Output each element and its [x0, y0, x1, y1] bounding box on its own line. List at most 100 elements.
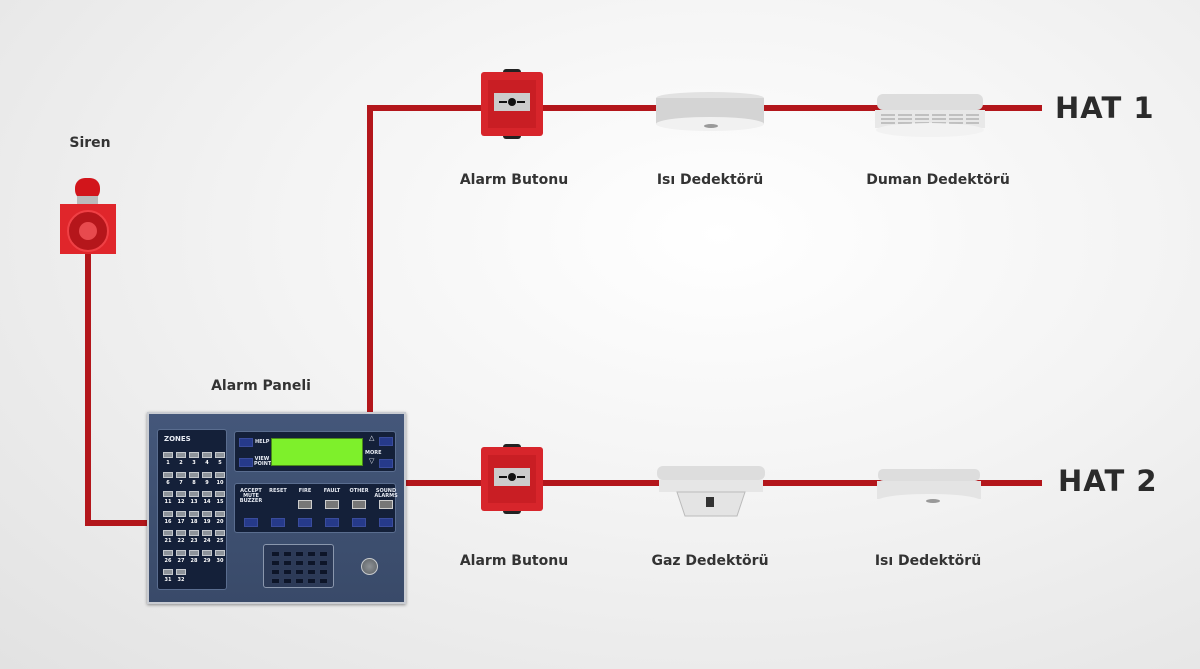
zone-led — [163, 491, 173, 497]
line2-gas-detector-label: Gaz Dedektörü — [651, 553, 769, 569]
zone-number: 30 — [216, 557, 224, 564]
zone-number: 2 — [179, 460, 183, 466]
control-button[interactable] — [271, 518, 285, 527]
zone-led — [215, 549, 225, 556]
zone-led — [215, 491, 225, 497]
zone-led — [176, 549, 186, 556]
zone-led — [163, 549, 173, 556]
control-label: FIRE — [298, 488, 312, 494]
zone-led — [215, 452, 225, 458]
up-button[interactable] — [379, 437, 393, 446]
view-points-label: VIEW POINTS — [254, 456, 275, 467]
zone-led — [176, 510, 186, 517]
more-label: MORE — [365, 450, 382, 456]
keypad-key[interactable] — [295, 560, 304, 566]
indicator-lamp — [352, 500, 366, 509]
zone-led — [163, 510, 173, 517]
keypad-key[interactable] — [271, 551, 280, 557]
zone-led — [189, 491, 199, 497]
zone-led — [189, 530, 199, 536]
control-button[interactable] — [325, 518, 339, 527]
keypad-key[interactable] — [307, 569, 316, 575]
indicator-lamp — [379, 500, 393, 509]
zone-number: 32 — [177, 577, 185, 583]
keypad-key[interactable] — [271, 569, 280, 575]
indicator-lamp — [298, 500, 312, 509]
zone-led — [202, 452, 212, 458]
keypad-key[interactable] — [271, 560, 280, 566]
zone-number: 31 — [164, 577, 172, 583]
call-point-1 — [481, 69, 543, 139]
line1-smoke-detector-label: Duman Dedektörü — [866, 172, 1010, 188]
zone-number: 21 — [164, 538, 172, 544]
line1-call-point-label: Alarm Butonu — [459, 172, 569, 188]
view-points-button[interactable] — [239, 458, 253, 467]
control-button[interactable] — [379, 518, 393, 527]
keypad-key[interactable] — [295, 578, 304, 584]
zone-led — [163, 452, 173, 458]
zone-led — [215, 530, 225, 536]
zone-number: 17 — [177, 518, 185, 525]
zone-number: 11 — [164, 499, 172, 505]
control-button[interactable] — [352, 518, 366, 527]
keypad-key[interactable] — [271, 578, 280, 584]
keypad-key[interactable] — [319, 551, 328, 557]
control-button[interactable] — [244, 518, 258, 527]
zone-led — [176, 530, 186, 536]
zone-number: 20 — [216, 518, 224, 525]
zone-number: 3 — [192, 460, 196, 466]
zone-number: 18 — [190, 518, 198, 525]
zone-led — [176, 491, 186, 497]
keypad-key[interactable] — [295, 569, 304, 575]
keypad-key[interactable] — [307, 578, 316, 584]
control-button[interactable] — [298, 518, 312, 527]
line2-label: HAT 2 — [1058, 464, 1158, 498]
zone-led — [202, 549, 212, 556]
zone-number: 19 — [203, 518, 211, 525]
keypad-key[interactable] — [307, 551, 316, 557]
zone-led — [176, 452, 186, 458]
zone-led — [202, 530, 212, 536]
zone-number: 14 — [203, 499, 211, 505]
up-arrow-icon[interactable]: △ — [369, 434, 375, 442]
panel-label: Alarm Paneli — [211, 378, 311, 394]
line1-label: HAT 1 — [1055, 91, 1155, 125]
heat-detector-2 — [877, 469, 981, 508]
key-switch[interactable] — [361, 558, 378, 575]
zone-number: 4 — [205, 460, 209, 466]
keypad-key[interactable] — [319, 569, 328, 575]
control-label: SOUND ALARMS — [374, 488, 398, 499]
down-arrow-icon[interactable]: ▽ — [369, 457, 375, 465]
keypad-key[interactable] — [283, 560, 292, 566]
zone-led — [215, 471, 225, 478]
zone-number: 1 — [166, 460, 170, 466]
keypad-key[interactable] — [283, 578, 292, 584]
keypad-key[interactable] — [283, 569, 292, 575]
line1-heat-detector-label: Isı Dedektörü — [656, 172, 764, 188]
help-button[interactable] — [239, 438, 253, 447]
control-label: RESET — [269, 488, 287, 494]
keypad-key[interactable] — [319, 560, 328, 566]
down-button[interactable] — [379, 459, 393, 468]
zone-led — [202, 491, 212, 497]
zone-number: 29 — [203, 557, 211, 564]
zone-number: 5 — [218, 460, 222, 466]
keypad-key[interactable] — [307, 560, 316, 566]
zone-number: 6 — [166, 479, 170, 486]
heat-detector-1 — [656, 92, 764, 131]
keypad-key[interactable] — [283, 551, 292, 557]
zone-number: 23 — [190, 538, 198, 544]
zone-number: 8 — [192, 479, 196, 486]
smoke-detector — [875, 94, 985, 137]
siren-label: Siren — [69, 135, 111, 151]
keypad-key[interactable] — [319, 578, 328, 584]
zone-number: 28 — [190, 557, 198, 564]
keypad-key[interactable] — [295, 551, 304, 557]
zone-led — [189, 471, 199, 478]
line2-call-point-label: Alarm Butonu — [459, 553, 569, 569]
zones-title: ZONES — [164, 435, 191, 443]
